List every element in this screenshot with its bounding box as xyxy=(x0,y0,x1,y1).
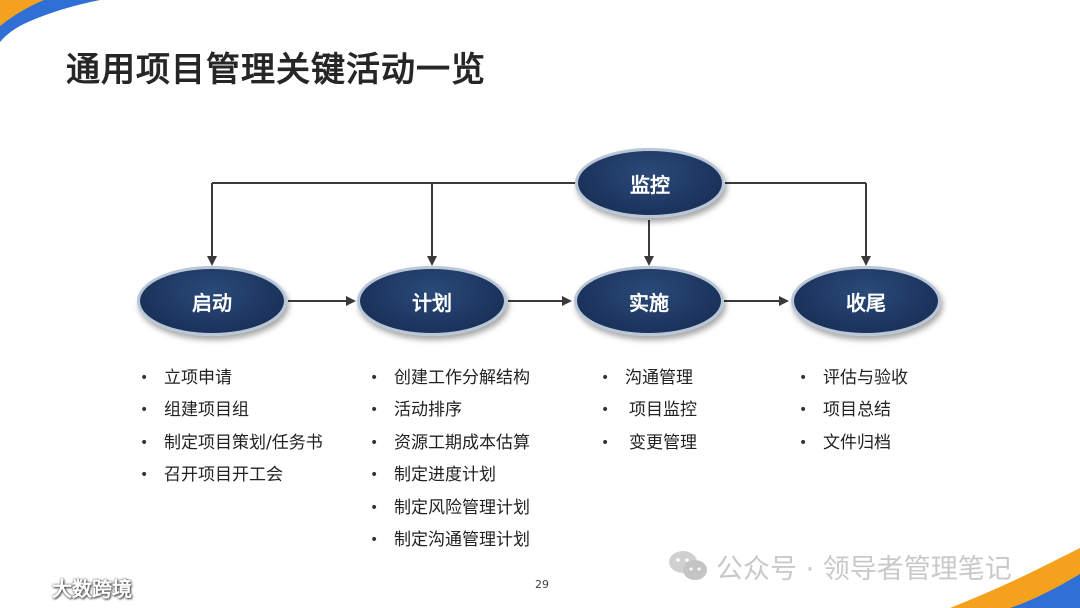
node-execute: 实施 xyxy=(574,266,724,336)
node-close-label: 收尾 xyxy=(846,290,886,315)
node-close: 收尾 xyxy=(791,266,941,336)
page-title: 通用项目管理关键活动一览 xyxy=(66,50,486,90)
brand-watermark: 大数跨境 xyxy=(8,572,132,602)
wechat-icon xyxy=(669,551,707,580)
page-number: 29 xyxy=(535,578,549,591)
top-left-corner-decoration xyxy=(0,0,100,42)
wechat-watermark-text: 公众号 · 领导者管理笔记 xyxy=(716,553,1012,585)
node-monitor: 监控 xyxy=(575,148,725,218)
node-execute-label: 实施 xyxy=(629,290,669,315)
node-plan-label: 计划 xyxy=(412,290,452,315)
bottom-right-corner-decoration xyxy=(950,548,1080,608)
node-start-label: 启动 xyxy=(192,290,232,315)
brand-logo-icon xyxy=(9,575,48,596)
node-plan: 计划 xyxy=(357,266,507,336)
wechat-watermark: 公众号 · 领导者管理笔记 xyxy=(668,546,1012,586)
node-start: 启动 xyxy=(137,266,287,336)
node-monitor-label: 监控 xyxy=(630,172,670,197)
brand-watermark-text: 大数跨境 xyxy=(52,576,132,601)
